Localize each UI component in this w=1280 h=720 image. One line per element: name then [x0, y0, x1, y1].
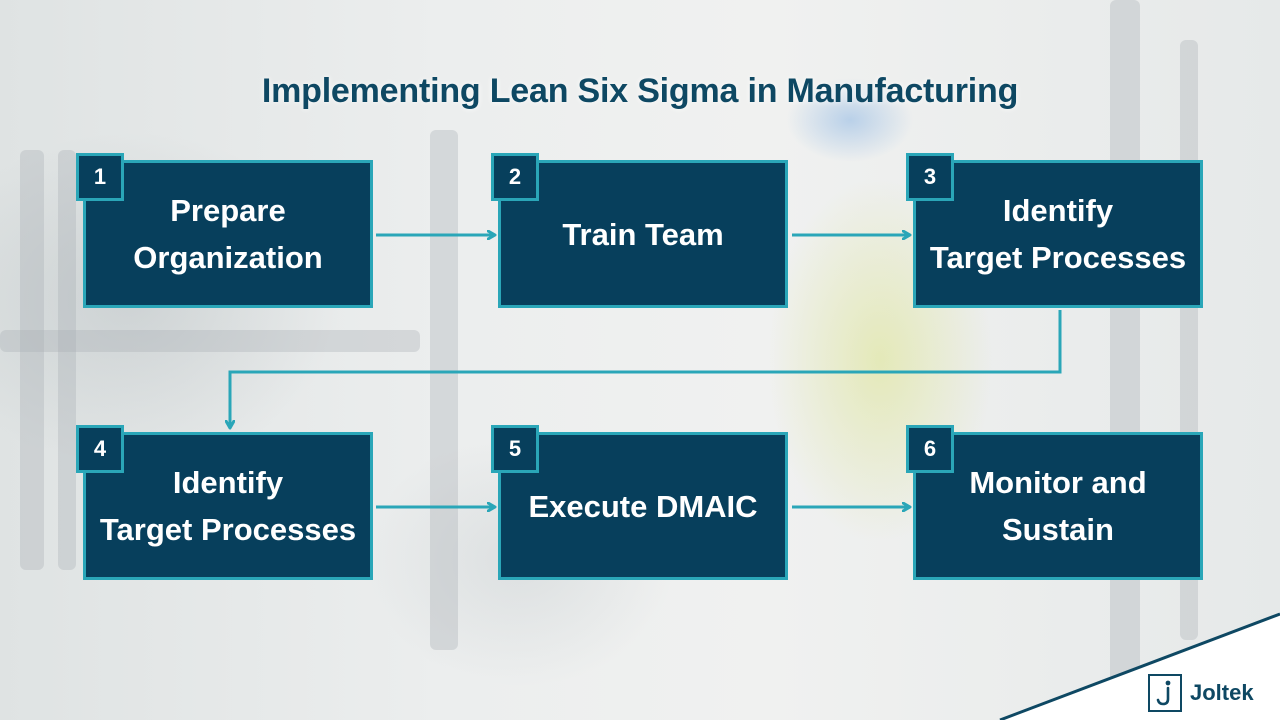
step-number-badge: 4	[76, 425, 124, 473]
step-2-box: 2 Train Team	[491, 153, 788, 308]
step-4-box: 4 Identify Target Processes	[76, 425, 373, 580]
brand-logo-group: Joltek	[1148, 672, 1254, 714]
step-label: Monitor and Sustain	[969, 465, 1147, 547]
step-label: Identify Target Processes	[929, 193, 1187, 275]
step-label: Prepare Organization	[133, 193, 323, 275]
step-6-box: 6 Monitor and Sustain	[906, 425, 1203, 580]
arrow-3-to-4	[230, 310, 1062, 428]
step-number-badge: 1	[76, 153, 124, 201]
step-3-box: 3 Identify Target Processes	[906, 153, 1203, 308]
page-title: Implementing Lean Six Sigma in Manufactu…	[261, 72, 1019, 110]
step-number-badge: 3	[906, 153, 954, 201]
j-letter-logo-icon	[1148, 674, 1182, 712]
brand-name: Joltek	[1190, 680, 1254, 705]
step-label: Identify Target Processes	[99, 465, 357, 547]
step-label: Execute DMAIC	[528, 488, 758, 524]
step-number-badge: 2	[491, 153, 539, 201]
step-1-box: 1 Prepare Organization	[76, 153, 373, 308]
step-number-badge: 6	[906, 425, 954, 473]
step-label: Train Team	[562, 216, 724, 252]
step-5-box: 5 Execute DMAIC	[491, 425, 788, 580]
step-number-badge: 5	[491, 425, 539, 473]
